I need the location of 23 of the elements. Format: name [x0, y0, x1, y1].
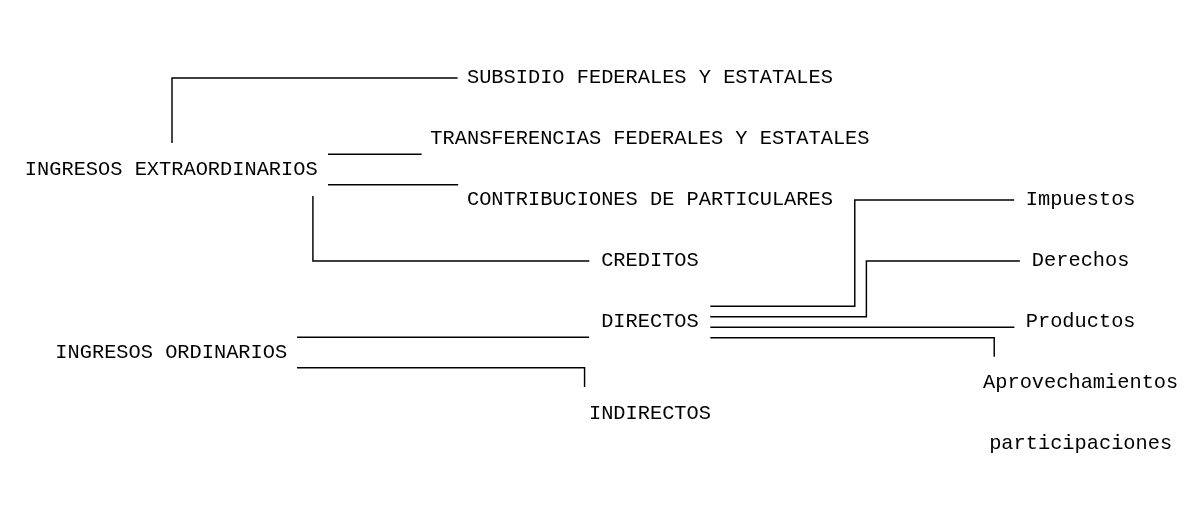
node-text: TRANSFERENCIAS FEDERALES Y ESTATALES	[430, 126, 870, 150]
node-text: INDIRECTOS	[588, 401, 711, 425]
connector	[709, 326, 1016, 328]
connector	[709, 336, 995, 357]
node-text: CREDITOS	[601, 248, 699, 272]
connector	[312, 194, 591, 262]
node-text: Aprovechamientos	[983, 370, 1179, 394]
node-text: SUBSIDIO FEDERALES Y ESTATALES	[466, 65, 833, 89]
connector	[327, 183, 459, 185]
node-text: DIRECTOS	[601, 309, 699, 333]
connector	[709, 259, 1021, 317]
node-text: INGRESOS ORDINARIOS	[55, 340, 288, 364]
label: participaciones	[989, 431, 1173, 455]
node-text: Productos	[1025, 309, 1136, 333]
node-text: Derechos	[1031, 248, 1130, 272]
connector	[171, 76, 459, 144]
node-text: CONTRIBUCIONES DE PARTICULARES	[466, 187, 833, 211]
connector	[296, 336, 590, 338]
node-text: INGRESOS EXTRAORDINARIOS	[24, 157, 318, 181]
connector	[296, 366, 586, 388]
connector	[327, 153, 423, 155]
node-text: Impuestos	[1025, 187, 1136, 211]
connector	[709, 198, 1015, 307]
